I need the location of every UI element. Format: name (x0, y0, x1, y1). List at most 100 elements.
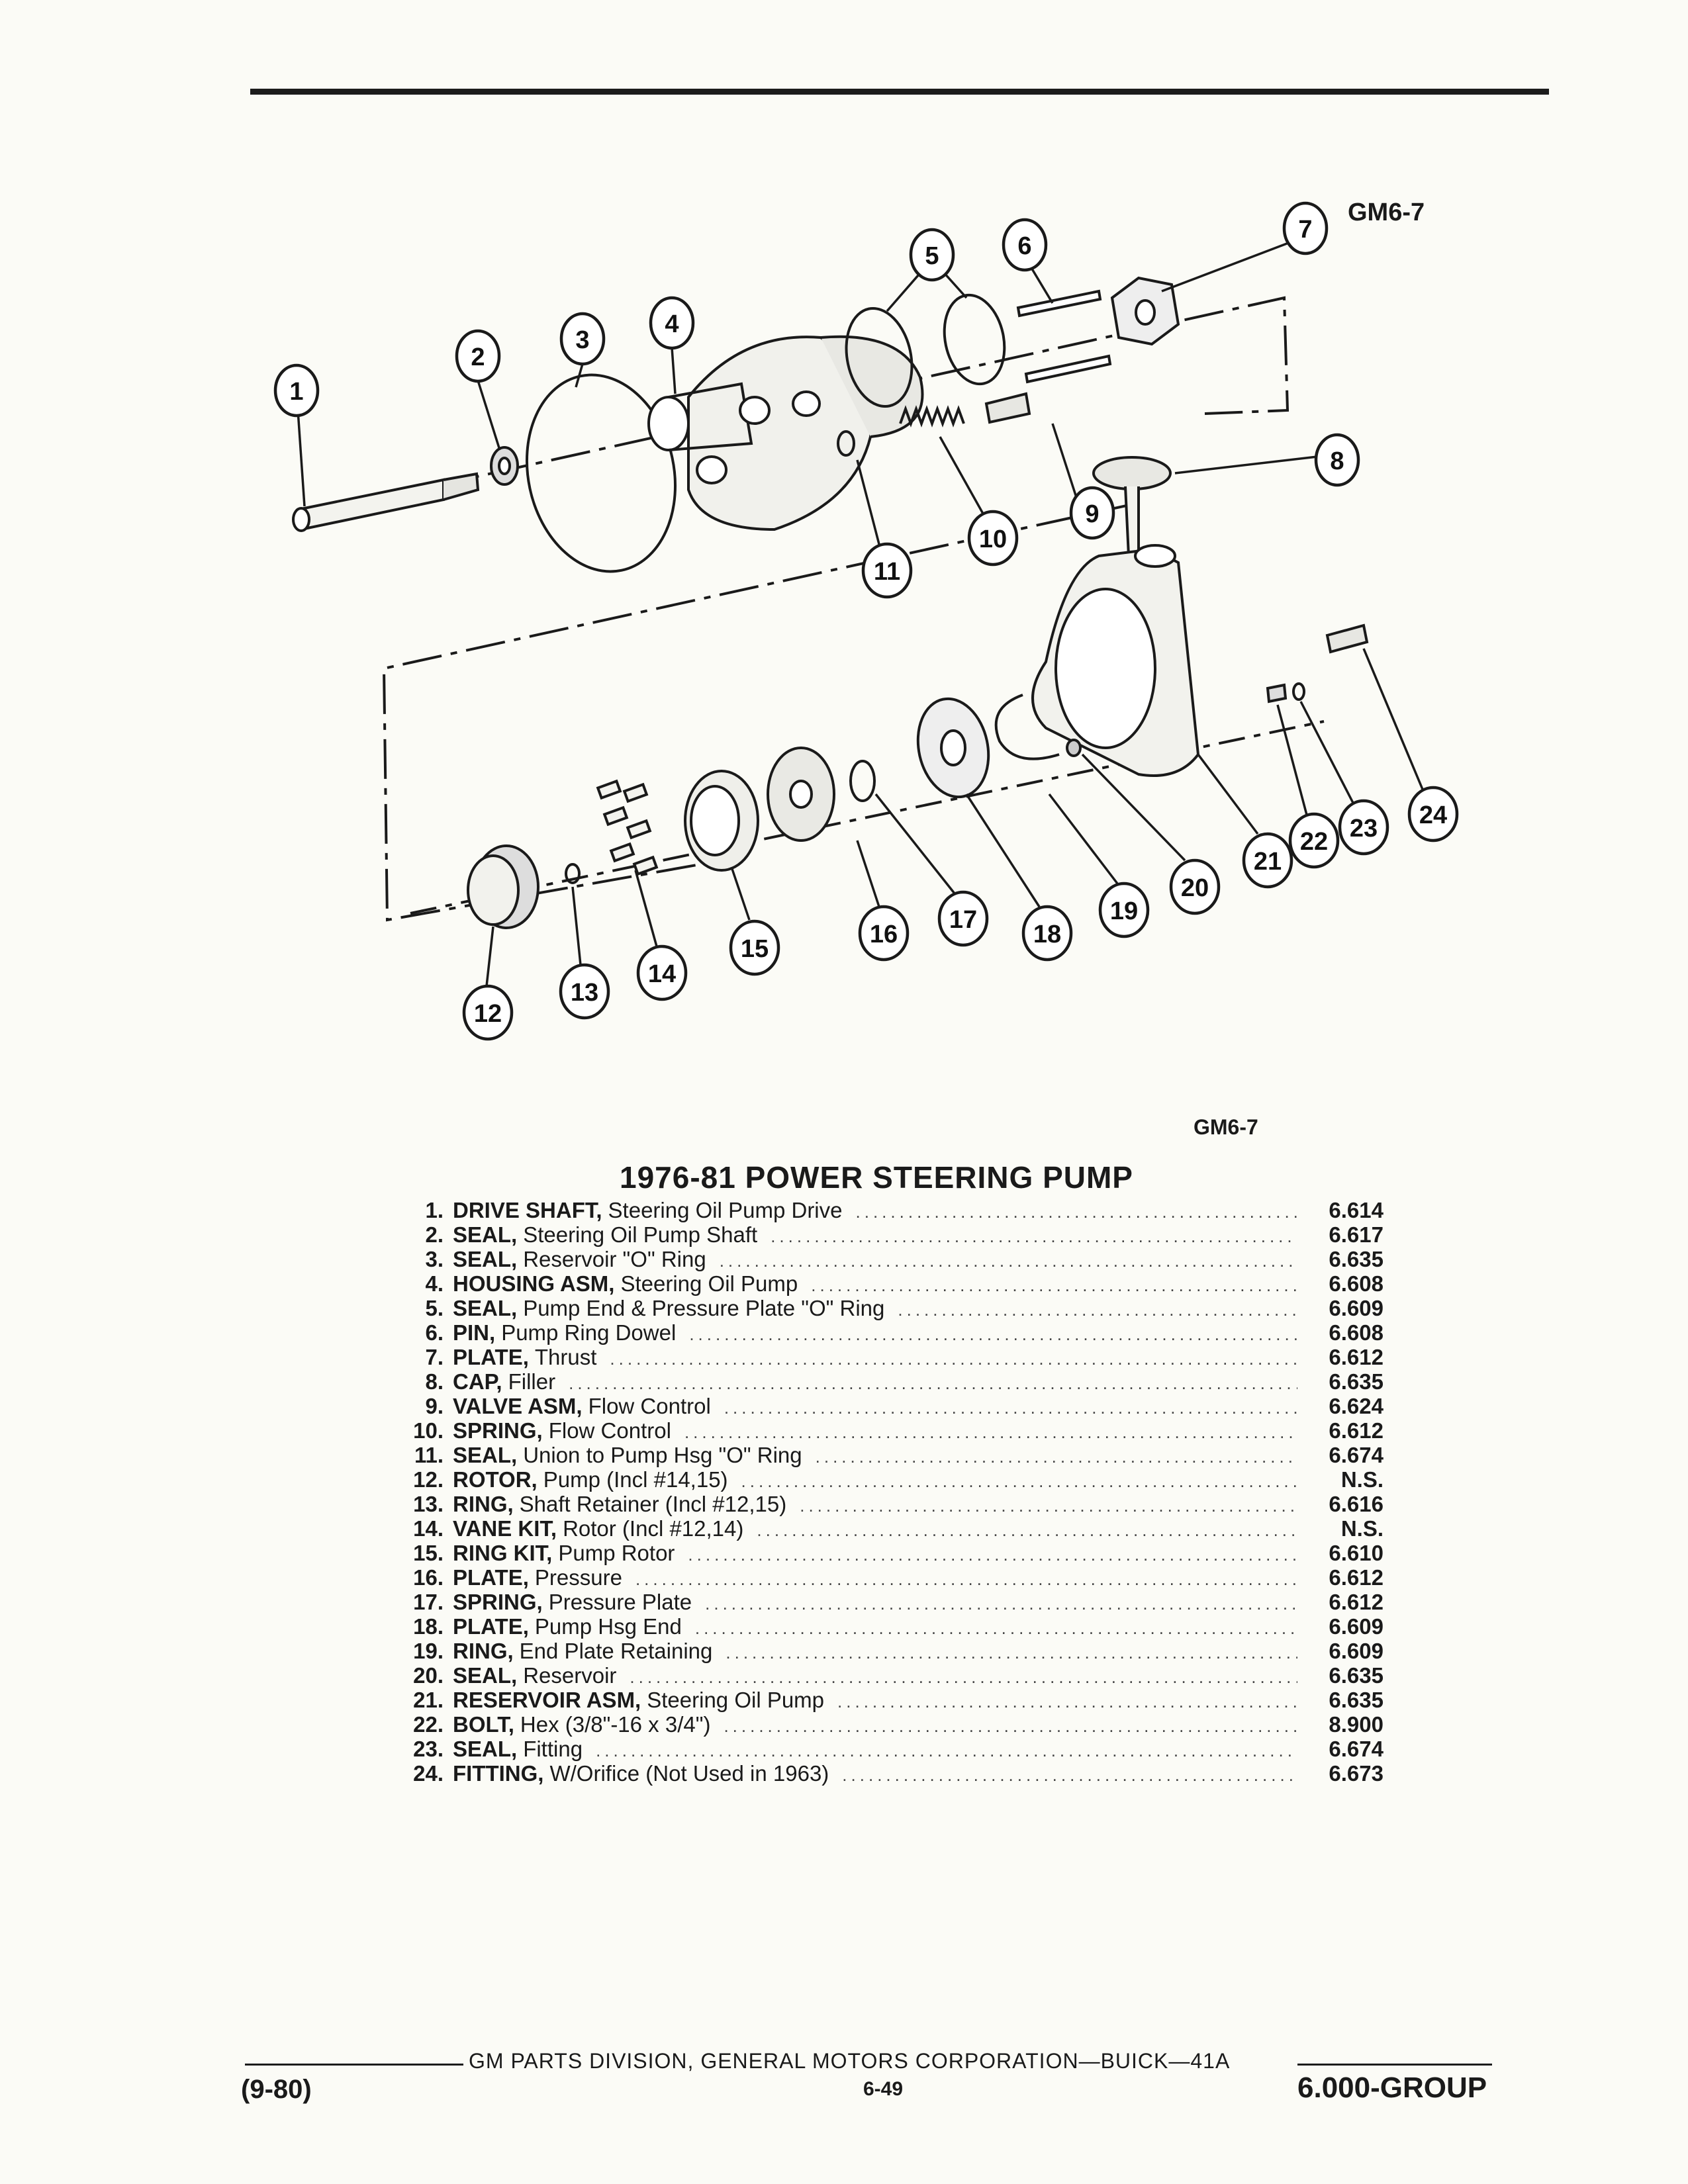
parts-list-row: 4.HOUSING ASM,Steering Oil Pump6.608 (391, 1271, 1383, 1296)
part-description: Union to Pump Hsg "O" Ring (523, 1443, 802, 1467)
top-rule (250, 89, 1549, 95)
part-number: 24. (413, 1761, 444, 1786)
part-group-number: 6.612 (1329, 1345, 1383, 1369)
leader-dots (757, 1518, 1297, 1543)
parts-list-row: 8.CAP,Filler6.635 (391, 1369, 1383, 1394)
part-number: 6. (425, 1320, 444, 1345)
part-number: 12. (413, 1467, 444, 1492)
part-description: Steering Oil Pump (620, 1271, 798, 1296)
part-name: VALVE ASM, (453, 1394, 583, 1418)
callout-2-label: 2 (471, 343, 485, 371)
parts-list-row: 7.PLATE,Thrust6.612 (391, 1345, 1383, 1369)
leader-dots (741, 1469, 1297, 1494)
callout-18: 18 (1021, 905, 1073, 962)
leader-dots (726, 1641, 1297, 1665)
part-number: 11. (414, 1443, 444, 1467)
leader-dots (842, 1763, 1297, 1788)
part-group-number: 6.674 (1329, 1443, 1383, 1467)
leader-dots (705, 1592, 1297, 1616)
part-group-number: 6.614 (1329, 1198, 1383, 1222)
parts-list-row: 6.PIN,Pump Ring Dowel6.608 (391, 1320, 1383, 1345)
part-number: 2. (425, 1222, 444, 1247)
part-group-number: 6.609 (1329, 1639, 1383, 1663)
part-number: 7. (425, 1345, 444, 1369)
parts-list-row: 12.ROTOR,Pump (Incl #14,15)N.S. (391, 1467, 1383, 1492)
part-description: Rotor (Incl #12,14) (563, 1516, 744, 1541)
callout-10: 10 (967, 510, 1019, 567)
leader-dots (898, 1298, 1297, 1322)
figure-code-top: GM6-7 (1348, 199, 1425, 226)
callout-3: 3 (559, 312, 606, 366)
part-group-number: N.S. (1340, 1516, 1383, 1541)
part-number: 8. (425, 1369, 444, 1394)
part-name: RING, (453, 1492, 514, 1516)
part-group-number: 6.635 (1329, 1247, 1383, 1271)
fitting-seal-shape (1292, 682, 1305, 701)
part-description: Steering Oil Pump Shaft (523, 1222, 758, 1247)
callout-14-label: 14 (648, 960, 676, 988)
part-description: Pump Rotor (558, 1541, 675, 1565)
part-description: Fitting (523, 1737, 583, 1761)
figure-code-bottom: GM6-7 (1194, 1115, 1258, 1139)
leader-dots (630, 1665, 1297, 1690)
part-name: SEAL, (453, 1737, 518, 1761)
parts-list-row: 16.PLATE,Pressure6.612 (391, 1565, 1383, 1590)
parts-list-title: 1976-81 POWER STEERING PUMP (620, 1160, 1133, 1195)
part-number: 1. (425, 1198, 444, 1222)
callout-8: 8 (1314, 433, 1360, 487)
part-description: Pump End & Pressure Plate "O" Ring (523, 1296, 885, 1320)
callout-21: 21 (1242, 832, 1293, 889)
leader-dots (856, 1200, 1298, 1224)
part-name: RING KIT, (453, 1541, 553, 1565)
leader-dots (837, 1690, 1297, 1714)
part-number: 14. (413, 1516, 444, 1541)
shaft-seal-shape (490, 446, 519, 486)
part-number: 20. (413, 1663, 444, 1688)
leader-dots (688, 1543, 1297, 1567)
thrust-plate-shape (1110, 276, 1180, 346)
part-name: SEAL, (453, 1663, 518, 1688)
callout-16: 16 (858, 905, 910, 962)
part-description: End Plate Retaining (519, 1639, 713, 1663)
footer-rule-right (1297, 2064, 1492, 2066)
part-number: 9. (425, 1394, 444, 1418)
footer-rule-left (245, 2064, 463, 2066)
callout-17: 17 (937, 890, 989, 947)
footer-group: 6.000-GROUP (1297, 2071, 1487, 2104)
part-name: RESERVOIR ASM, (453, 1688, 641, 1712)
leader-dots (720, 1249, 1297, 1273)
parts-list-row: 18.PLATE,Pump Hsg End6.609 (391, 1614, 1383, 1639)
part-name: SEAL, (453, 1296, 518, 1320)
parts-list-row: 3.SEAL,Reservoir "O" Ring6.635 (391, 1247, 1383, 1271)
part-description: Pump Hsg End (534, 1614, 682, 1639)
parts-list-row: 5.SEAL,Pump End & Pressure Plate "O" Rin… (391, 1296, 1383, 1320)
callout-6-label: 6 (1017, 232, 1031, 260)
parts-list-row: 13.RING,Shaft Retainer (Incl #12,15)6.61… (391, 1492, 1383, 1516)
part-description: Filler (508, 1369, 556, 1394)
parts-list-row: 24.FITTING,W/Orifice (Not Used in 1963)6… (391, 1761, 1383, 1786)
part-name: SEAL, (453, 1222, 518, 1247)
part-description: Thrust (534, 1345, 597, 1369)
parts-list-row: 21.RESERVOIR ASM,Steering Oil Pump6.635 (391, 1688, 1383, 1712)
part-description: Pressure (534, 1565, 622, 1590)
parts-list-row: 10.SPRING,Flow Control6.612 (391, 1418, 1383, 1443)
pump-end-seal-shape-a (845, 306, 914, 408)
leader-dots (695, 1616, 1297, 1641)
part-description: Shaft Retainer (Incl #12,15) (519, 1492, 787, 1516)
part-number: 18. (413, 1614, 444, 1639)
part-description: Steering Oil Pump (647, 1688, 825, 1712)
part-number: 22. (413, 1712, 444, 1737)
callout-17-label: 17 (949, 906, 977, 934)
parts-list-row: 19.RING,End Plate Retaining6.609 (391, 1639, 1383, 1663)
callout-23: 23 (1338, 799, 1389, 856)
parts-list-row: 15.RING KIT,Pump Rotor6.610 (391, 1541, 1383, 1565)
leader-dots (610, 1347, 1297, 1371)
part-number: 3. (425, 1247, 444, 1271)
part-name: SEAL, (453, 1247, 518, 1271)
callout-7: 7 (1282, 201, 1329, 255)
part-group-number: 6.635 (1329, 1663, 1383, 1688)
part-name: RING, (453, 1639, 514, 1663)
pump-end-seal-shape-b (943, 293, 1006, 386)
part-description: Pump Ring Dowel (501, 1320, 677, 1345)
part-description: Flow Control (588, 1394, 711, 1418)
